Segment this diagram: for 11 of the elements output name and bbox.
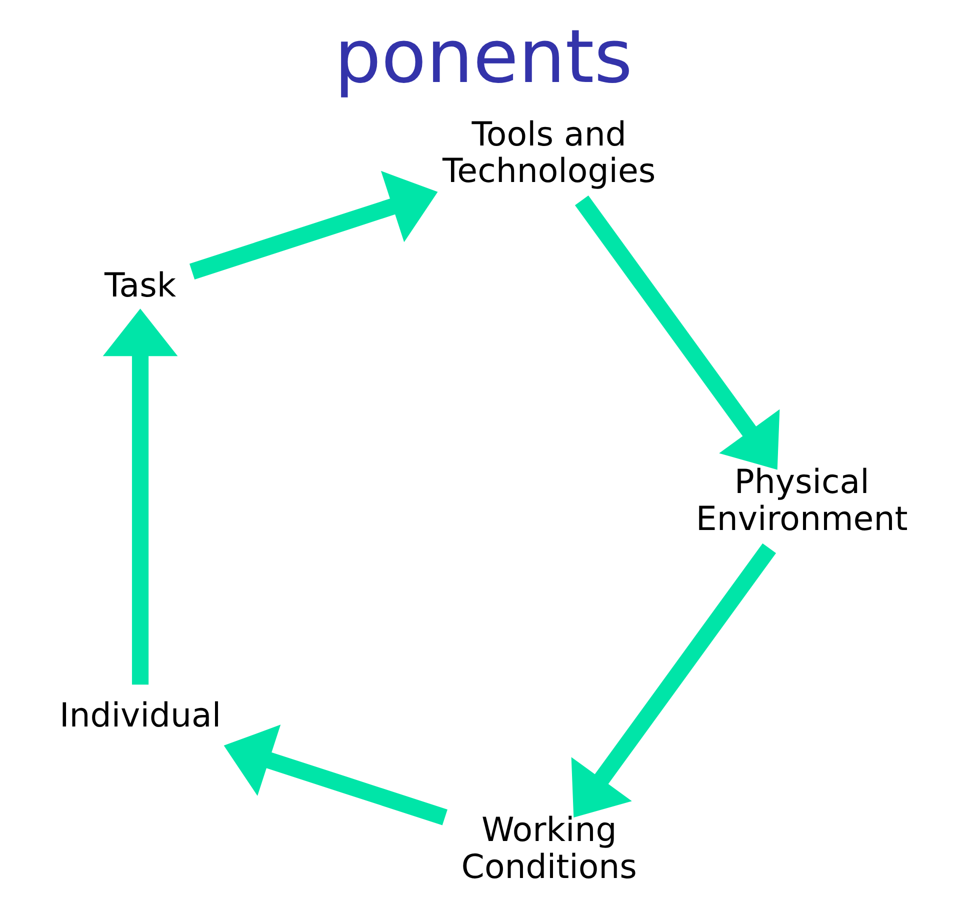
arrow <box>571 543 776 818</box>
arrow <box>574 196 780 470</box>
node-text: Task <box>104 266 176 305</box>
node-text: Tools and Technologies <box>442 114 656 190</box>
node-text: Individual <box>59 696 222 735</box>
arrow <box>224 724 448 826</box>
diagram-title: ponents <box>334 14 633 100</box>
node-text: Working Conditions <box>461 810 637 886</box>
node-text: Physical Environment <box>696 462 908 538</box>
arrow <box>102 308 178 685</box>
arrow <box>189 170 438 280</box>
